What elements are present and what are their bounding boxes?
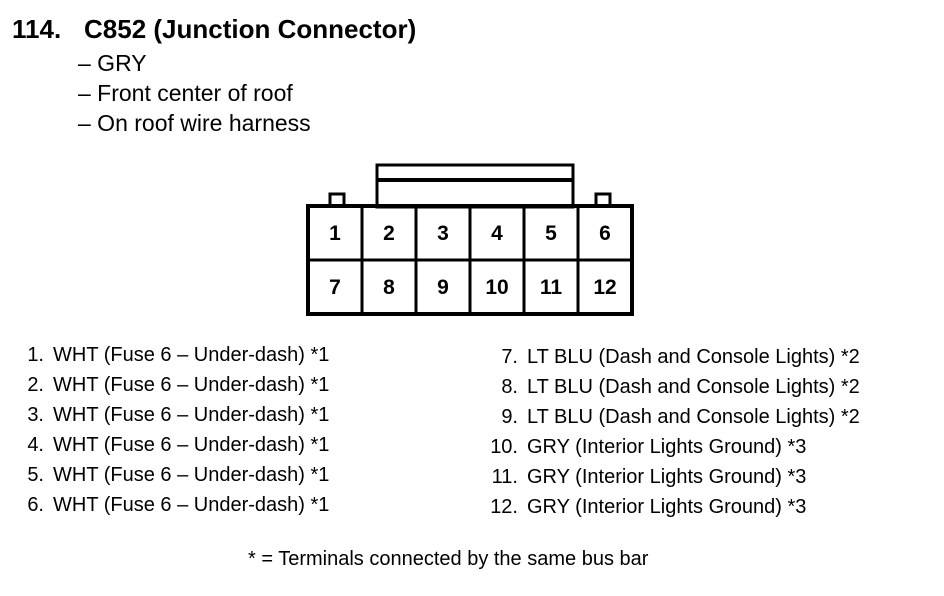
pin-number-label: 7 [329, 276, 341, 299]
detail-color: – GRY [78, 50, 147, 76]
pin-number-label: 4 [491, 222, 503, 245]
pin-number-label: 6 [599, 222, 611, 245]
pin-list-right: 7. LT BLU (Dash and Console Lights) *2 8. L… [474, 346, 914, 526]
pin-description-row: 7. LT BLU (Dash and Console Lights) *2 [474, 346, 914, 376]
pin-wire-description: WHT (Fuse 6 – Under-dash) *1 [53, 404, 330, 426]
right-key [594, 192, 612, 205]
pin-number-label: 9 [437, 276, 449, 299]
pin-wire-description: WHT (Fuse 6 – Under-dash) *1 [53, 434, 330, 456]
pin-wire-description: GRY (Interior Lights Ground) *3 [527, 466, 807, 488]
pin-number: 9. [501, 406, 518, 428]
pin-description-row: 4. WHT (Fuse 6 – Under-dash) *1 [0, 434, 420, 464]
pin-description-row: 5. WHT (Fuse 6 – Under-dash) *1 [0, 464, 420, 494]
pin-description-row: 3. WHT (Fuse 6 – Under-dash) *1 [0, 404, 420, 434]
detail-location: – Front center of roof [78, 80, 293, 106]
pin-description-row: 6. WHT (Fuse 6 – Under-dash) *1 [0, 494, 420, 524]
connector-number: 114. [12, 14, 62, 44]
pin-wire-description: WHT (Fuse 6 – Under-dash) *1 [53, 374, 330, 396]
left-key [328, 192, 346, 205]
bus-bar-footnote: * = Terminals connected by the same bus … [248, 548, 649, 570]
pin-number-label: 12 [593, 276, 616, 299]
pin-wire-description: GRY (Interior Lights Ground) *3 [527, 436, 807, 458]
pin-wire-description: LT BLU (Dash and Console Lights) *2 [527, 406, 860, 428]
pin-number-label: 3 [437, 222, 449, 245]
detail-harness: – On roof wire harness [78, 110, 311, 136]
pin-description-row: 8. LT BLU (Dash and Console Lights) *2 [474, 376, 914, 406]
pin-number: 1. [27, 344, 44, 366]
connector-title: C852 (Junction Connector) [84, 14, 417, 44]
pin-wire-description: WHT (Fuse 6 – Under-dash) *1 [53, 464, 330, 486]
pin-description-row: 10. GRY (Interior Lights Ground) *3 [474, 436, 914, 466]
pin-number: 11. [491, 466, 518, 488]
pin-wire-description: LT BLU (Dash and Console Lights) *2 [527, 376, 860, 398]
pin-description-row: 11. GRY (Interior Lights Ground) *3 [474, 466, 914, 496]
pin-wire-description: WHT (Fuse 6 – Under-dash) *1 [53, 344, 330, 366]
pin-description-row: 2. WHT (Fuse 6 – Under-dash) *1 [0, 374, 420, 404]
pin-number: 3. [27, 404, 44, 426]
pin-number-label: 5 [545, 222, 557, 245]
pin-description-row: 1. WHT (Fuse 6 – Under-dash) *1 [0, 344, 420, 374]
pin-number-label: 11 [540, 276, 563, 299]
pin-number: 4. [27, 434, 44, 456]
pin-wire-description: GRY (Interior Lights Ground) *3 [527, 496, 807, 518]
pin-wire-description: WHT (Fuse 6 – Under-dash) *1 [53, 494, 330, 516]
pin-list-left: 1. WHT (Fuse 6 – Under-dash) *1 2. WHT (Fus… [0, 344, 420, 524]
pin-number-label: 8 [383, 276, 395, 299]
pin-number: 2. [27, 374, 44, 396]
pin-number: 8. [501, 376, 518, 398]
pin-number-label: 2 [383, 222, 395, 245]
locking-tab [375, 163, 575, 209]
pin-number: 5. [27, 464, 44, 486]
pin-number: 10. [490, 436, 518, 458]
pin-number-label: 10 [485, 276, 508, 299]
pin-description-row: 12. GRY (Interior Lights Ground) *3 [474, 496, 914, 526]
pin-cell [576, 258, 634, 316]
pin-number: 7. [501, 346, 518, 368]
pin-description-row: 9. LT BLU (Dash and Console Lights) *2 [474, 406, 914, 436]
pin-number: 12. [490, 496, 518, 518]
pin-number: 6. [27, 494, 44, 516]
pin-number-label: 1 [329, 222, 341, 245]
pin-wire-description: LT BLU (Dash and Console Lights) *2 [527, 346, 860, 368]
